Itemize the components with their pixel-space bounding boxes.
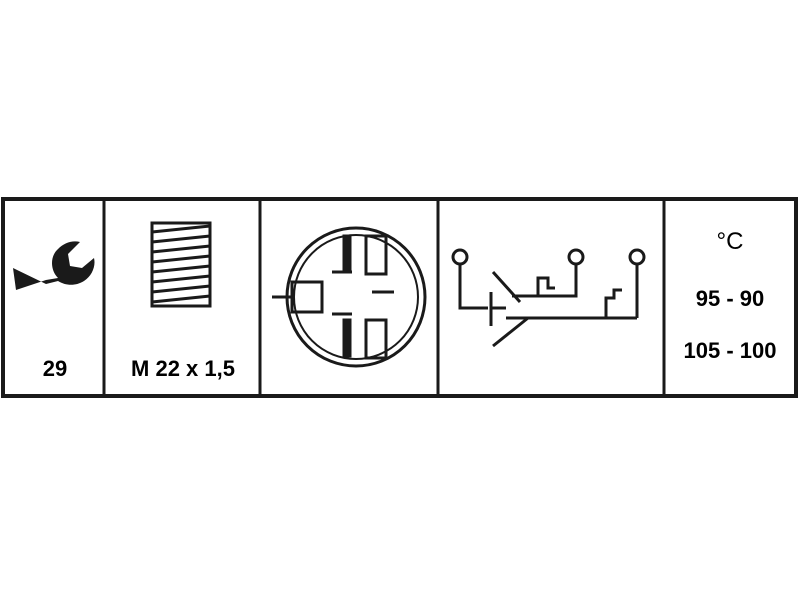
temperature-row-1: 95 - 90 [695,286,765,311]
temperature-row-2: 105 - 100 [683,338,777,363]
temperature-unit-label: °C [716,228,744,255]
thread-spec-label: M 22 x 1,5 [131,356,235,381]
wrench-size-label: 29 [42,356,68,381]
connector-icon [272,226,427,368]
thread-bolt-icon [150,221,212,308]
switch-schematic-icon [451,248,646,348]
frame [1,197,798,398]
wrench-icon [13,241,95,290]
